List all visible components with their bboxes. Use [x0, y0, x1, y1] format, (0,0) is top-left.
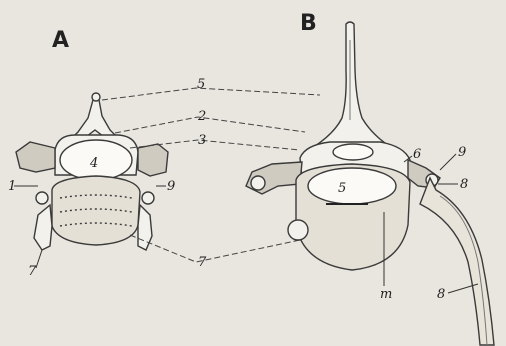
panel-label-a: A	[52, 28, 69, 53]
leader-lower-a	[36, 250, 42, 268]
label-b8: 8	[460, 177, 468, 192]
transverse-process-right-a	[138, 144, 168, 176]
facet-left-a	[36, 192, 48, 204]
transverse-process-left-a	[16, 142, 55, 172]
connector-cranial	[115, 117, 305, 133]
tubercle-left-b	[251, 176, 265, 190]
body-top-b	[308, 168, 396, 204]
panel-label-b: B	[300, 11, 317, 36]
label-spinous: 5	[197, 77, 205, 92]
facet-right-a	[142, 192, 154, 204]
connector-inferior	[130, 235, 300, 262]
facet-b	[288, 220, 308, 240]
label-body-a: 4	[89, 156, 98, 171]
label-arch-b: 6	[413, 147, 421, 162]
vertebra-a	[16, 93, 168, 250]
label-bottom: 7	[198, 255, 207, 270]
label-body-b: 5	[338, 181, 346, 196]
canal-b	[333, 144, 373, 160]
label-m-b: m	[380, 287, 392, 302]
label-transverse: 3	[198, 133, 206, 148]
label-b9: 9	[458, 145, 466, 160]
spinous-process-b	[312, 22, 392, 148]
rib-b	[420, 178, 494, 345]
connector-spinous	[102, 88, 320, 100]
leader-b9	[440, 154, 456, 170]
spinous-tip-a	[92, 93, 100, 101]
label-lower-a: 7	[28, 264, 37, 279]
label-rib-b: 8	[437, 287, 445, 302]
label-right-a: 9	[167, 179, 175, 194]
inferior-process-left-a	[34, 205, 52, 250]
label-cranial: 2	[197, 109, 206, 124]
